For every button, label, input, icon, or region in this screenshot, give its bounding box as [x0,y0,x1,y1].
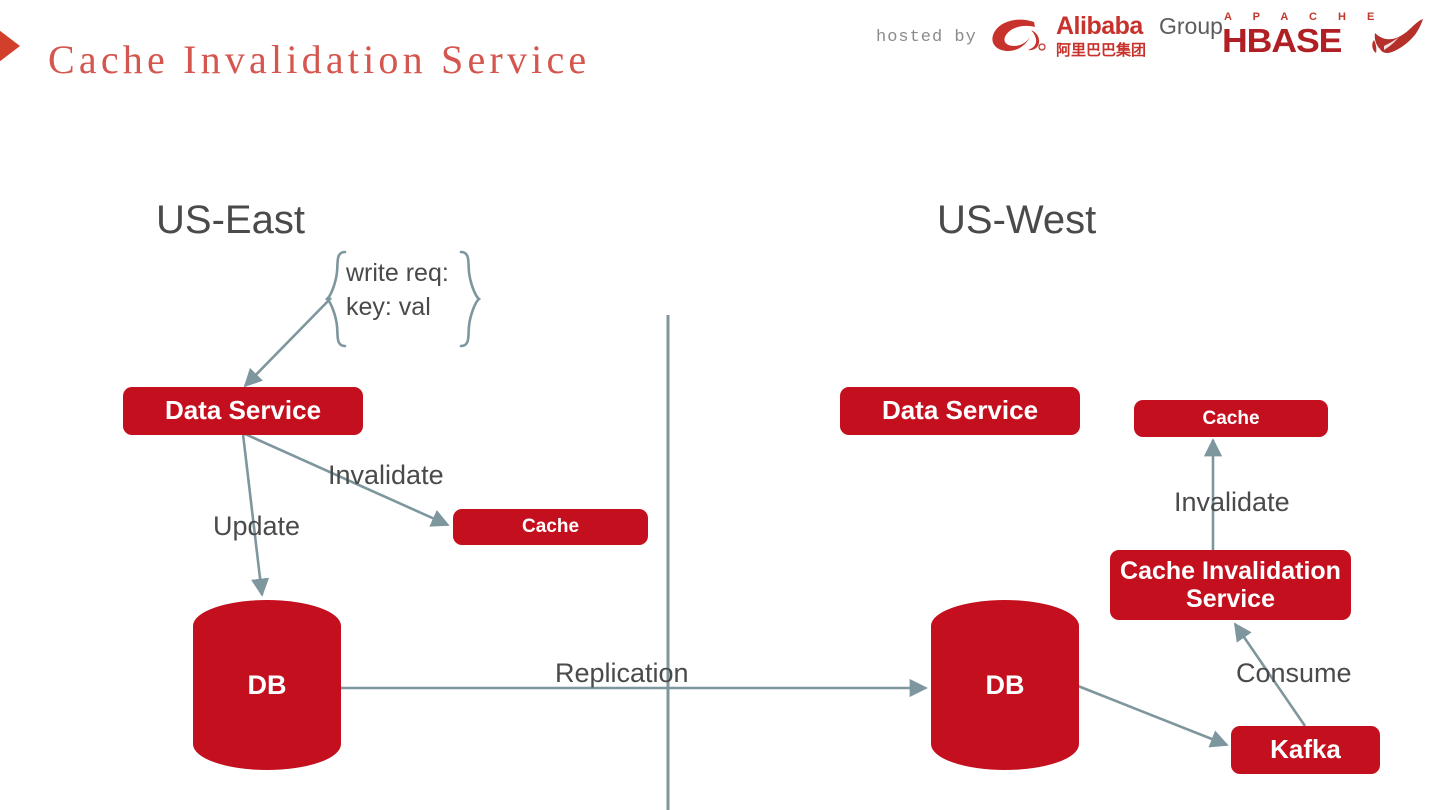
hbase-orca-icon [1372,19,1423,53]
alibaba-mark-icon [992,19,1046,51]
region-title-us-west: US-West [937,198,1097,242]
cylinder-bottom-cap [193,718,341,770]
edge-label-west-consume: Consume [1236,658,1352,688]
edge-label-east-invalidate: Invalidate [328,460,444,490]
node-label: Data Service [881,395,1039,426]
node-west-cache-invalidation-service[interactable]: Cache Invalidation Service [1110,550,1351,620]
apache-hbase-logo: A P A C H E HBASE [1222,11,1423,61]
edge-write-request [243,297,332,388]
cylinder-top-cap [931,600,1079,652]
region-title-us-east: US-East [156,198,305,242]
hbase-wordmark: HBASE [1222,22,1342,59]
callout-line-2: key: val [346,293,431,321]
alibaba-chinese-name: 阿里巴巴集团 [1056,41,1147,59]
edge-label-east-update: Update [213,511,301,541]
cylinder-bottom-cap [931,718,1079,770]
hbase-apache-text: A P A C H E [1224,11,1384,23]
edge-db-to-kafka [1077,684,1229,748]
page-title: Cache Invalidation Service [48,37,591,82]
edge-label-replication: Replication [555,658,689,688]
node-label: Kafka [1270,734,1341,765]
callout-brace-left [324,250,347,348]
node-label: Cache [521,516,580,538]
node-east-data-service[interactable]: Data Service [123,387,363,435]
callout-text: write req: key: val [346,256,449,324]
alibaba-group-text: Group [1159,13,1223,39]
callout-brace-right [459,250,482,348]
header-chevron-icon [0,14,20,78]
node-label: DB [985,669,1025,700]
hosted-by-label: hosted by [876,28,977,47]
callout-line-1: write req: [346,259,449,287]
node-label: Cache Invalidation Service [1120,557,1341,613]
node-west-db[interactable]: DB [931,600,1079,770]
alibaba-group-logo: Alibaba Group 阿里巴巴集团 [990,12,1223,60]
node-label: Cache [1202,407,1260,429]
node-west-data-service[interactable]: Data Service [840,387,1080,435]
edge-label-west-invalidate: Invalidate [1174,487,1290,517]
node-west-kafka[interactable]: Kafka [1231,726,1380,774]
alibaba-wordmark: Alibaba [1056,12,1143,40]
node-label: Data Service [164,395,322,426]
node-label: DB [247,669,287,700]
node-west-cache[interactable]: Cache [1134,400,1328,437]
node-east-cache[interactable]: Cache [453,509,648,545]
node-east-db[interactable]: DB [193,600,341,770]
cylinder-top-cap [193,600,341,652]
